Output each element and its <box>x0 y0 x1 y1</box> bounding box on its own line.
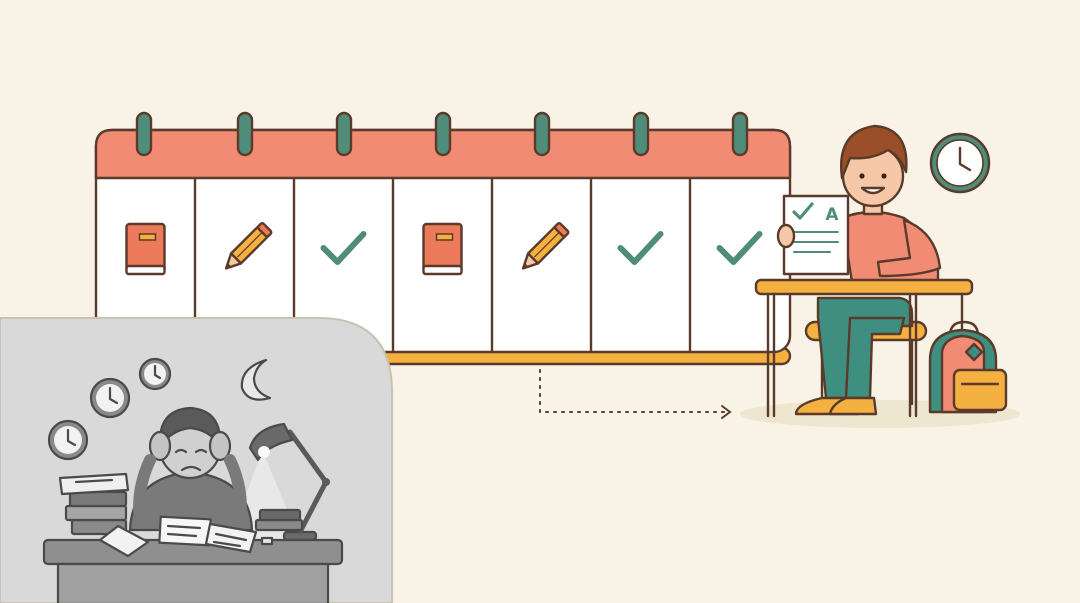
check-icon <box>617 231 664 265</box>
ring-icon <box>434 111 452 157</box>
ring-icon <box>632 111 650 157</box>
pencil-icon <box>224 222 273 270</box>
student-hair <box>840 124 908 180</box>
student-arm <box>876 218 942 278</box>
shoe <box>828 396 878 416</box>
desk-top <box>754 278 974 296</box>
student-hand <box>776 223 796 249</box>
eye <box>859 173 865 179</box>
calendar-rings <box>135 111 749 157</box>
smile <box>860 186 886 195</box>
scattered-papers <box>98 515 274 558</box>
ring-icon <box>335 111 353 157</box>
clock-icon <box>138 357 172 391</box>
wall-clock-icon <box>929 132 991 194</box>
pencil-icon <box>521 222 570 270</box>
ring-icon <box>533 111 551 157</box>
moon-icon <box>240 358 272 401</box>
ring-icon <box>135 111 153 157</box>
ring-icon <box>731 111 749 157</box>
progress-arrow <box>539 369 732 419</box>
clock-icon <box>89 377 131 419</box>
stressed-student <box>128 406 254 532</box>
clock-icon <box>47 419 89 461</box>
ring-icon <box>236 111 254 157</box>
calendar-dividers <box>193 176 692 354</box>
check-icon <box>716 231 763 265</box>
desk-body <box>56 562 330 603</box>
calendar-day-icons <box>125 222 763 276</box>
book-stack-icon <box>254 508 304 532</box>
eye <box>881 173 887 179</box>
check-icon <box>792 202 814 220</box>
grade-label: A <box>825 205 839 225</box>
backpack-icon <box>928 320 1008 414</box>
book-icon <box>125 222 166 276</box>
student-pants <box>844 316 906 400</box>
happy-student: A <box>740 124 1020 428</box>
stressed-student-panel <box>0 317 393 603</box>
book-icon <box>422 222 463 276</box>
check-icon <box>320 231 367 265</box>
